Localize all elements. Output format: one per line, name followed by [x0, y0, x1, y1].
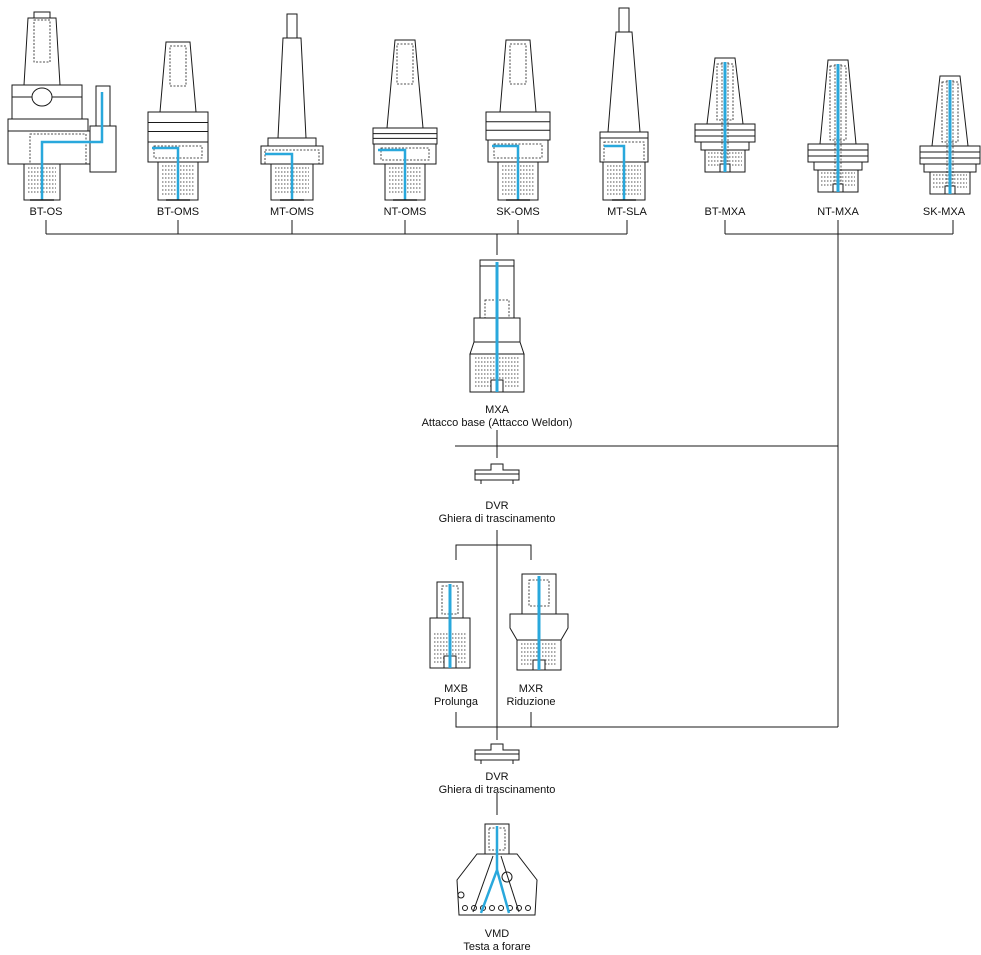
parts [7, 7, 981, 916]
part-sk-oms [485, 39, 551, 201]
part-sk-mxa [919, 75, 981, 195]
dvr2-desc: Ghiera di trascinamento [438, 784, 556, 796]
part-bt-mxa [694, 57, 756, 173]
vmd-desc: Testa a forare [463, 941, 531, 953]
part-mxr [509, 573, 569, 671]
part-mt-oms [260, 13, 324, 201]
label-mt-oms: MT-OMS [270, 206, 314, 218]
part-nt-oms [372, 39, 438, 201]
part-mt-sla [599, 7, 649, 201]
connector-lines [45, 220, 954, 815]
mxb-desc: Prolunga [433, 696, 479, 708]
mxr-code: MXR [518, 683, 544, 695]
label-mxb: MXB Prolunga [416, 683, 496, 709]
mxa-code: MXA [485, 404, 509, 416]
dvr1-desc: Ghiera di trascinamento [438, 513, 556, 525]
mxa-desc: Attacco base (Attacco Weldon) [421, 417, 573, 429]
part-bt-oms [147, 41, 209, 201]
part-nt-mxa [807, 59, 869, 193]
dvr1-code: DVR [485, 500, 509, 512]
label-dvr-bottom: DVR Ghiera di trascinamento [397, 771, 597, 797]
label-nt-mxa: NT-MXA [817, 206, 859, 218]
label-bt-os: BT-OS [29, 206, 63, 218]
label-bt-oms: BT-OMS [156, 206, 200, 218]
mxr-desc: Riduzione [506, 696, 556, 708]
part-dvr-bottom [474, 743, 520, 764]
label-mxa: MXA Attacco base (Attacco Weldon) [377, 404, 617, 430]
label-mt-sla: MT-SLA [607, 206, 647, 218]
label-sk-mxa: SK-MXA [922, 206, 966, 218]
part-bt-os [7, 11, 117, 201]
vmd-code: VMD [484, 928, 510, 940]
part-dvr-top [474, 463, 520, 484]
part-mxb [429, 581, 471, 669]
label-bt-mxa: BT-MXA [704, 206, 746, 218]
label-sk-oms: SK-OMS [496, 206, 540, 218]
label-nt-oms: NT-OMS [383, 206, 427, 218]
label-vmd: VMD Testa a forare [417, 928, 577, 954]
part-mxa [469, 259, 525, 393]
mxb-code: MXB [444, 683, 468, 695]
label-mxr: MXR Riduzione [491, 683, 571, 709]
part-vmd [456, 823, 538, 916]
label-dvr-top: DVR Ghiera di trascinamento [397, 500, 597, 526]
dvr2-code: DVR [485, 771, 509, 783]
